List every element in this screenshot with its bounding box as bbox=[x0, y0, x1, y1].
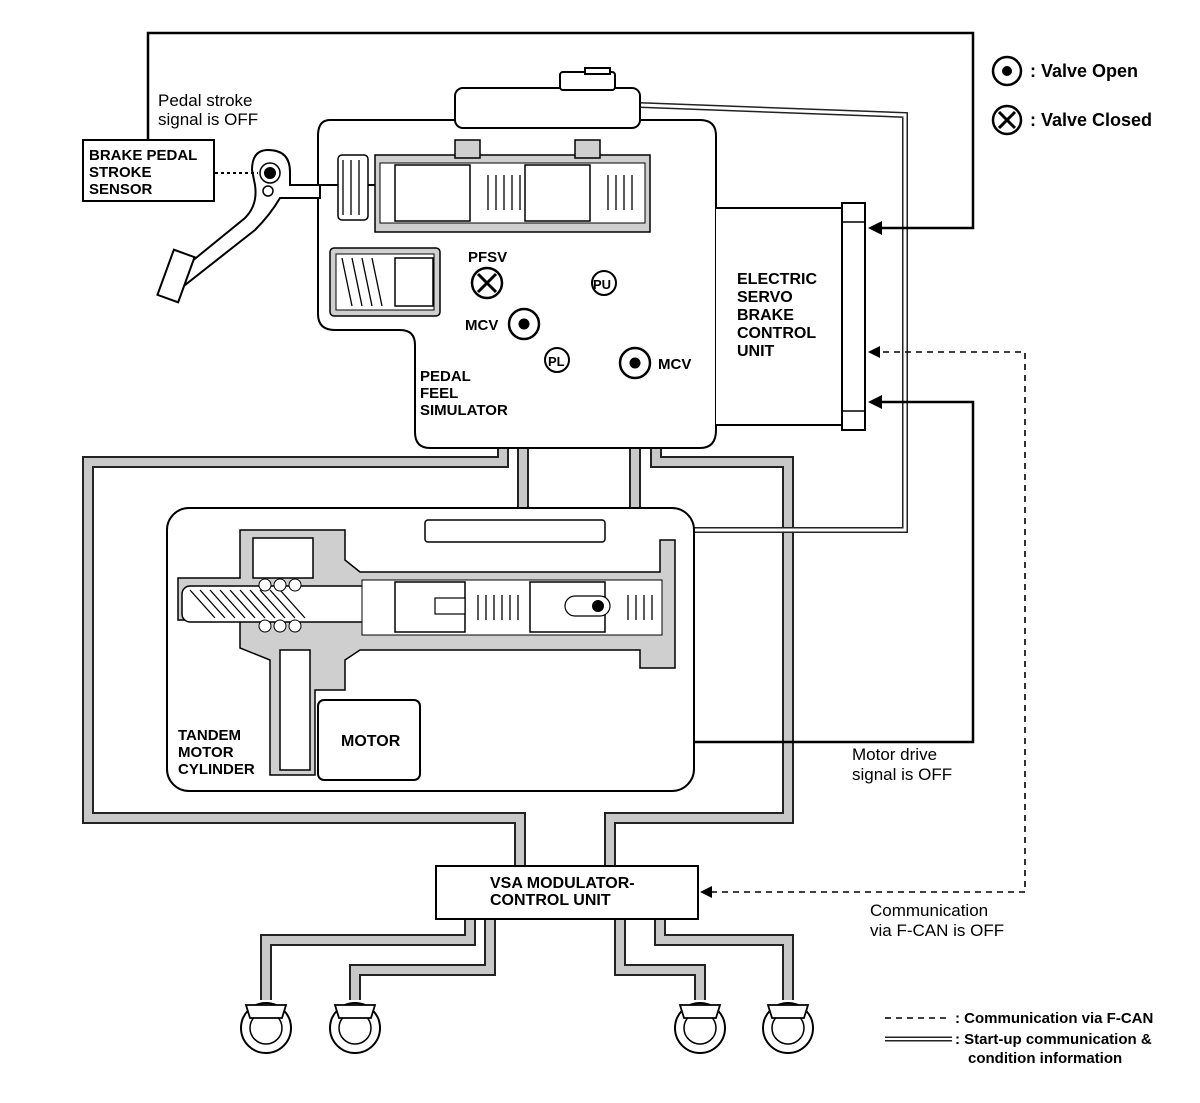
pedal-stroke-note-2: signal is OFF bbox=[158, 110, 258, 129]
vsa-unit-box bbox=[435, 865, 699, 920]
valve-open-icon bbox=[991, 55, 1023, 87]
vsa-label-2: CONTROL UNIT bbox=[490, 892, 611, 909]
pfsv-valve bbox=[470, 266, 504, 300]
mcv-left-label: MCV bbox=[465, 317, 498, 334]
pu-label: PU bbox=[593, 277, 611, 292]
pfs-label-3: SIMULATOR bbox=[420, 402, 508, 419]
master-cylinder-assembly bbox=[317, 67, 717, 449]
legend-fcan: : Communication via F-CAN bbox=[955, 1010, 1153, 1027]
esb-label-3: BRAKE bbox=[737, 307, 794, 324]
mcv-left-valve bbox=[507, 307, 541, 341]
legend-startup-1: : Start-up communication & bbox=[955, 1031, 1152, 1048]
vsa-label-1: VSA MODULATOR- bbox=[490, 875, 635, 892]
pfs-label-1: PEDAL bbox=[420, 368, 471, 385]
valve-closed-icon bbox=[991, 104, 1023, 136]
mcv-right-label: MCV bbox=[658, 356, 691, 373]
wheel-brake-2 bbox=[329, 1002, 381, 1054]
pedal-signal-line bbox=[146, 31, 975, 235]
pu-sensor bbox=[591, 270, 617, 296]
wheel-brake-1 bbox=[240, 1002, 292, 1054]
legend-startup-2: condition information bbox=[968, 1050, 1122, 1067]
legend-valve-closed: : Valve Closed bbox=[1030, 110, 1152, 130]
brake-pedal bbox=[156, 148, 321, 304]
pl-sensor bbox=[544, 347, 570, 373]
tmc-label-3: CYLINDER bbox=[178, 761, 255, 778]
brake-pedal-sensor-label-1: BRAKE PEDAL bbox=[89, 147, 197, 164]
fcan-note-2: via F-CAN is OFF bbox=[870, 921, 1004, 940]
legend: : Valve Open : Valve Closed : Communicat… bbox=[885, 55, 1153, 1067]
pfs-label-2: FEEL bbox=[420, 385, 458, 402]
tmc-label-2: MOTOR bbox=[178, 744, 234, 761]
esb-label-2: SERVO bbox=[737, 289, 793, 306]
tmc-label-1: TANDEM bbox=[178, 727, 241, 744]
reservoir-feed-line bbox=[639, 102, 908, 533]
esb-label-5: UNIT bbox=[737, 343, 775, 360]
pfsv-label: PFSV bbox=[468, 249, 507, 266]
motor-drive-note-1: Motor drive bbox=[852, 745, 937, 764]
pedal-stroke-note-1: Pedal stroke bbox=[158, 91, 253, 110]
mcv-right-valve bbox=[618, 346, 652, 380]
esb-label-4: CONTROL bbox=[737, 325, 816, 342]
brake-pedal-sensor-label-2: STROKE bbox=[89, 164, 152, 181]
legend-valve-open: : Valve Open bbox=[1030, 61, 1138, 81]
esb-label-1: ELECTRIC bbox=[737, 271, 817, 288]
pl-label: PL bbox=[548, 354, 565, 369]
esb-control-unit bbox=[716, 202, 866, 431]
wheel-brake-3 bbox=[674, 1002, 726, 1054]
motor-label: MOTOR bbox=[341, 733, 401, 750]
brake-pedal-sensor-box bbox=[82, 139, 215, 202]
brake-pedal-sensor-label-3: SENSOR bbox=[89, 181, 153, 198]
fcan-note-1: Communication bbox=[870, 901, 988, 920]
wheel-brake-4 bbox=[762, 1002, 814, 1054]
motor-drive-note-2: signal is OFF bbox=[852, 765, 952, 784]
fcan-line bbox=[700, 346, 1026, 898]
tandem-motor-cylinder bbox=[166, 507, 695, 792]
